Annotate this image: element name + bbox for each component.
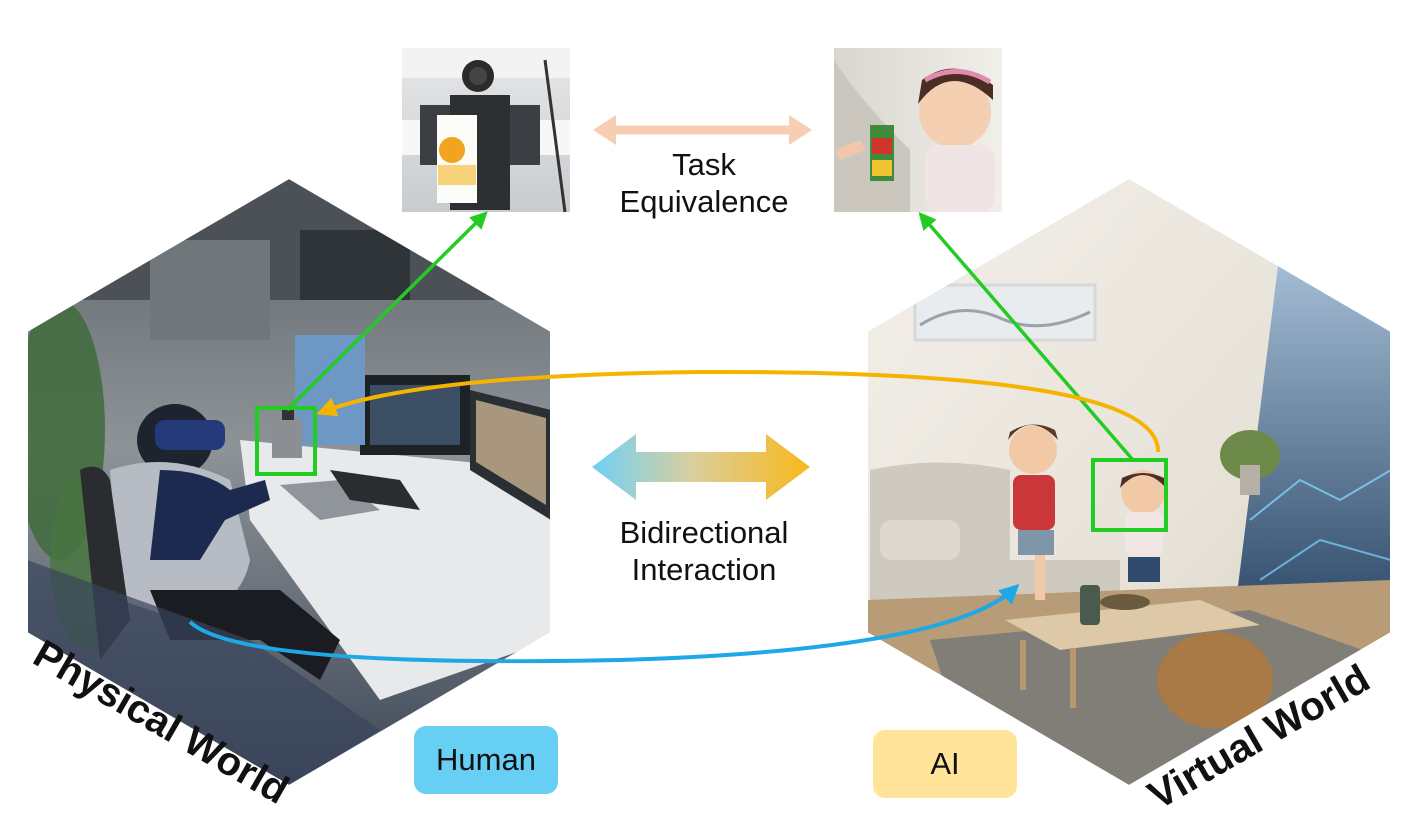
child-highlight-box (1091, 458, 1168, 532)
robot-zoom-arrow (285, 211, 488, 412)
task-equivalence-line2: Equivalence (619, 183, 789, 219)
bidirectional-arrow (592, 434, 810, 500)
bidirectional-line2: Interaction (631, 551, 777, 587)
robot-highlight-box (255, 406, 317, 476)
human-badge: Human (414, 726, 558, 794)
task-equivalence-arrow (593, 115, 812, 145)
child-zoom-arrow (918, 212, 1135, 462)
robot-thumbnail (402, 48, 570, 213)
ai-badge: AI (873, 730, 1017, 798)
bidirectional-line1: Bidirectional (619, 515, 789, 550)
physical-world-hexagon (26, 176, 552, 788)
bidirectional-interaction-label: Bidirectional Interaction (586, 515, 822, 588)
task-equivalence-line1: Task (672, 147, 736, 182)
ai-to-human-curve (316, 369, 1161, 453)
virtual-world-hexagon (866, 176, 1392, 788)
ai-badge-label: AI (930, 746, 960, 781)
task-equivalence-label: Task Equivalence (592, 147, 816, 220)
human-to-ai-curve (188, 583, 1020, 664)
human-badge-label: Human (436, 742, 536, 777)
child-thumbnail (834, 48, 1002, 212)
